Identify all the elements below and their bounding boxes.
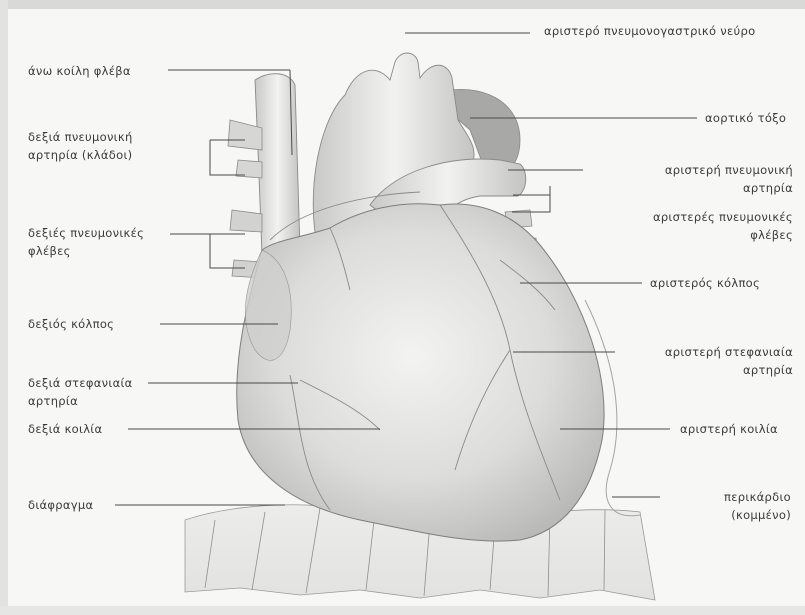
label-left-pa-line1: αριστερή πνευμονική: [665, 161, 793, 179]
heart-body: [237, 204, 604, 541]
label-left-pv-line1: αριστερές πνευμονικές: [653, 208, 793, 226]
label-svc: άνω κοίλη φλέβα: [28, 62, 131, 80]
label-right-pa-line2: αρτηρία (κλάδοι): [28, 146, 133, 164]
label-pericardium-line2: (κομμένο): [724, 506, 791, 524]
label-pericardium: περικάρδιο (κομμένο): [724, 488, 791, 524]
label-left-vagus: αριστερό πνευμονογαστρικό νεύρο: [544, 22, 755, 40]
label-left-pa-line2: αρτηρία: [665, 179, 793, 197]
label-right-pa: δεξιά πνευμονική αρτηρία (κλάδοι): [28, 128, 133, 164]
label-pericardium-line1: περικάρδιο: [724, 488, 791, 506]
label-left-atrium: αριστερός κόλπος: [650, 274, 760, 292]
label-left-coronary: αριστερή στεφανιαία αρτηρία: [665, 343, 793, 379]
label-diaphragm: διάφραγμα: [28, 496, 93, 514]
label-left-coronary-line1: αριστερή στεφανιαία: [665, 343, 793, 361]
label-aortic-arch: αορτικό τόξο: [705, 109, 786, 127]
label-left-pv-line2: φλέβες: [653, 226, 793, 244]
label-right-pv-line2: φλέβες: [28, 242, 144, 260]
label-right-coronary-line1: δεξιά στεφανιαία: [28, 374, 133, 392]
label-right-atrium: δεξιός κόλπος: [28, 315, 114, 333]
label-right-coronary-line2: αρτηρία: [28, 392, 133, 410]
label-right-pa-line1: δεξιά πνευμονική: [28, 128, 133, 146]
label-left-pv: αριστερές πνευμονικές φλέβες: [653, 208, 793, 244]
right-pa-branches: [228, 120, 262, 178]
label-right-pv: δεξιές πνευμονικές φλέβες: [28, 224, 144, 260]
label-left-coronary-line2: αρτηρία: [665, 361, 793, 379]
label-right-ventricle: δεξιά κοιλία: [28, 420, 102, 438]
label-right-coronary: δεξιά στεφανιαία αρτηρία: [28, 374, 133, 410]
label-left-pa: αριστερή πνευμονική αρτηρία: [665, 161, 793, 197]
label-left-ventricle: αριστερή κοιλία: [680, 420, 778, 438]
label-right-pv-line1: δεξιές πνευμονικές: [28, 224, 144, 242]
